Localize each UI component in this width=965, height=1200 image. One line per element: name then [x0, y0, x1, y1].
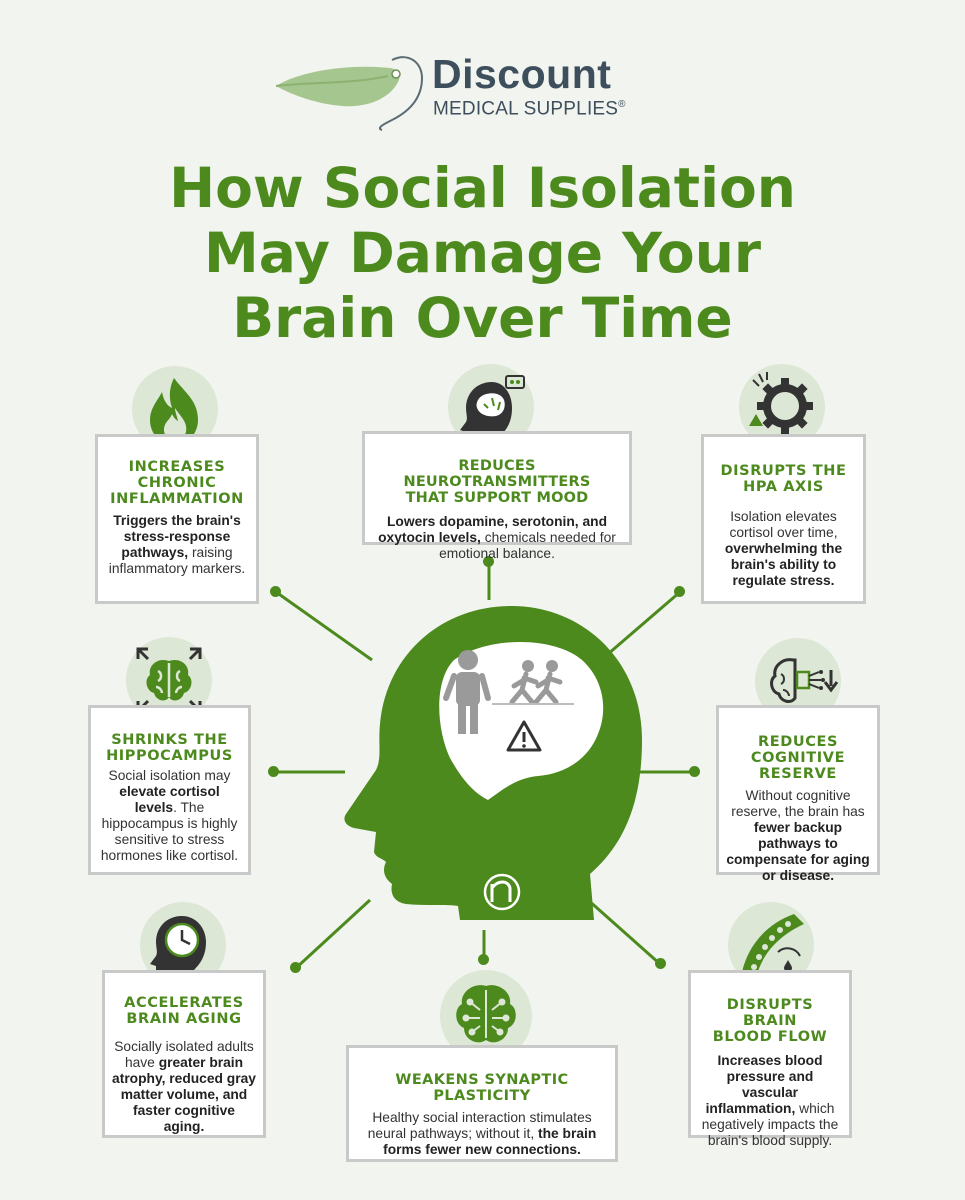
card-title: REDUCES NEUROTRANSMITTERS THAT SUPPORT M… [403, 458, 591, 506]
card-title: WEAKENS SYNAPTIC PLASTICITY [395, 1072, 569, 1104]
leaf-logo-icon [275, 56, 424, 131]
card-brain-blood-flow: DISRUPTS BRAIN BLOOD FLOW Increases bloo… [688, 970, 852, 1148]
brain-circuit-icon [770, 658, 839, 703]
connector-dot [270, 586, 281, 597]
title-line-3: Brain Over Time [232, 286, 733, 350]
connector-dot [483, 556, 494, 567]
card-title: DISRUPTS BRAIN BLOOD FLOW [712, 997, 828, 1045]
card-body: Healthy social interaction stimulates ne… [367, 1110, 597, 1157]
title-line-2: May Damage Your [203, 221, 761, 285]
connector-dot [268, 766, 279, 777]
brain-network-icon-circle [440, 970, 532, 1062]
card-chronic-inflammation: INCREASES CHRONIC INFLAMMATION Triggers … [95, 434, 259, 604]
card-hpa-axis: DISRUPTS THE HPA AXIS Isolation elevates… [701, 434, 866, 604]
logo-name: Discount [432, 51, 612, 97]
logo-subtitle: MEDICAL SUPPLIES® [433, 94, 626, 120]
connector-dot [674, 586, 685, 597]
card-title: REDUCES COGNITIVE RESERVE [750, 734, 846, 782]
card-hippocampus: SHRINKS THE HIPPOCAMPUS Social isolation… [88, 705, 251, 875]
connector-dot [478, 954, 489, 965]
brand-logo: Discount MEDICAL SUPPLIES® [272, 52, 652, 132]
brain-network-icon [456, 985, 516, 1043]
card-brain-aging: ACCELERATES BRAIN AGING Socially isolate… [102, 970, 266, 1138]
connector-dot [689, 766, 700, 777]
card-title: DISRUPTS THE HPA AXIS [720, 463, 847, 495]
card-neurotransmitters: REDUCES NEUROTRANSMITTERS THAT SUPPORT M… [362, 431, 632, 561]
card-body: Triggers the brain's stress-response pat… [108, 513, 246, 576]
connector-dot [290, 962, 301, 973]
head-clock-icon [150, 916, 206, 982]
title-line-1: How Social Isolation [169, 156, 796, 220]
n-logo-icon [483, 873, 521, 911]
card-body: Without cognitive reserve, the brain has… [726, 788, 870, 883]
logo-subtitle-text: MEDICAL SUPPLIES [433, 98, 619, 120]
head-brain-icon [460, 375, 525, 446]
card-body: Increases blood pressure and vascular in… [701, 1053, 839, 1148]
card-body: Isolation elevates cortisol over time, o… [724, 509, 843, 588]
isolated-head-icon [344, 606, 642, 920]
card-synaptic-plasticity: WEAKENS SYNAPTIC PLASTICITY Healthy soci… [346, 1045, 618, 1162]
connector-dot [655, 958, 666, 969]
card-body: Social isolation may elevate cortisol le… [100, 768, 239, 863]
page-title: How Social Isolation May Damage Your Bra… [0, 156, 965, 351]
card-title: SHRINKS THE HIPPOCAMPUS [106, 732, 233, 764]
card-title: ACCELERATES BRAIN AGING [124, 995, 244, 1027]
flame-icon [150, 378, 198, 444]
card-body: Socially isolated adults have greater br… [112, 1039, 256, 1134]
registered-mark: ® [618, 99, 626, 110]
gear-alert-icon [749, 372, 813, 434]
brain-shrink-icon [136, 647, 202, 713]
card-body: Lowers dopamine, serotonin, and oxytocin… [378, 514, 616, 561]
card-title: INCREASES CHRONIC INFLAMMATION [110, 459, 244, 507]
card-cognitive-reserve: REDUCES COGNITIVE RESERVE Without cognit… [716, 705, 880, 883]
